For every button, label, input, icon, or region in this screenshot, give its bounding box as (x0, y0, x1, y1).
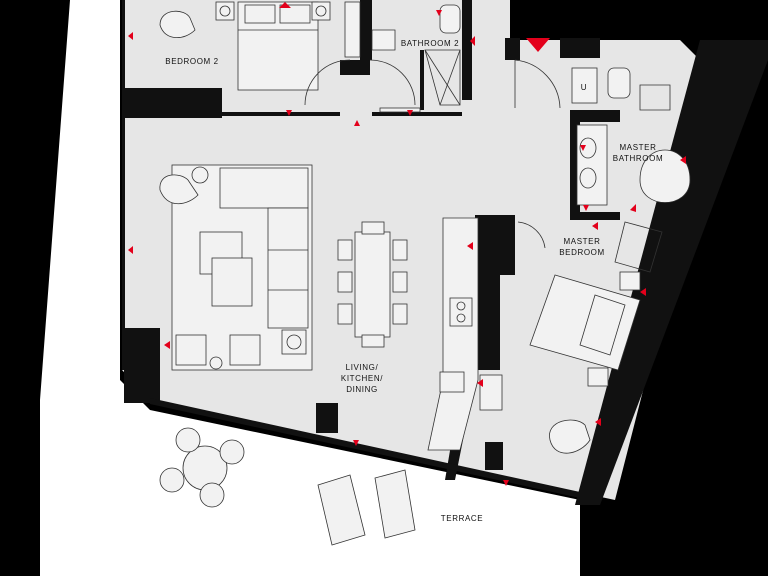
outer-void (510, 0, 768, 40)
label-utility: U (581, 83, 587, 92)
label-living-1: LIVING/ (346, 363, 379, 372)
label-terrace: TERRACE (441, 514, 483, 523)
master-bedroom-furniture (479, 221, 663, 454)
walls (122, 0, 768, 505)
label-master-bathroom-1: MASTER (620, 143, 657, 152)
label-master-bathroom-2: BATHROOM (613, 154, 663, 163)
dining-table (337, 221, 408, 348)
master-bathroom-fixtures (576, 124, 691, 206)
terrace-furniture (159, 427, 416, 546)
label-living-2: KITCHEN/ (341, 374, 383, 383)
label-master-bedroom-2: BEDROOM (559, 248, 605, 257)
entry-marker (526, 38, 550, 52)
entry-area (514, 59, 671, 111)
bedroom2-furniture (159, 1, 416, 106)
label-master-bedroom-1: MASTER (564, 237, 601, 246)
label-bathroom2: BATHROOM 2 (401, 39, 459, 48)
room-labels: BEDROOM 2 BATHROOM 2 U MASTER BATHROOM M… (165, 39, 663, 523)
bathroom2-fixtures (371, 4, 461, 113)
living-furniture (159, 164, 313, 371)
label-living-3: DINING (346, 385, 378, 394)
label-bedroom2: BEDROOM 2 (165, 57, 218, 66)
kitchen (427, 217, 546, 451)
markers (128, 2, 686, 486)
terrace-area (40, 0, 580, 576)
